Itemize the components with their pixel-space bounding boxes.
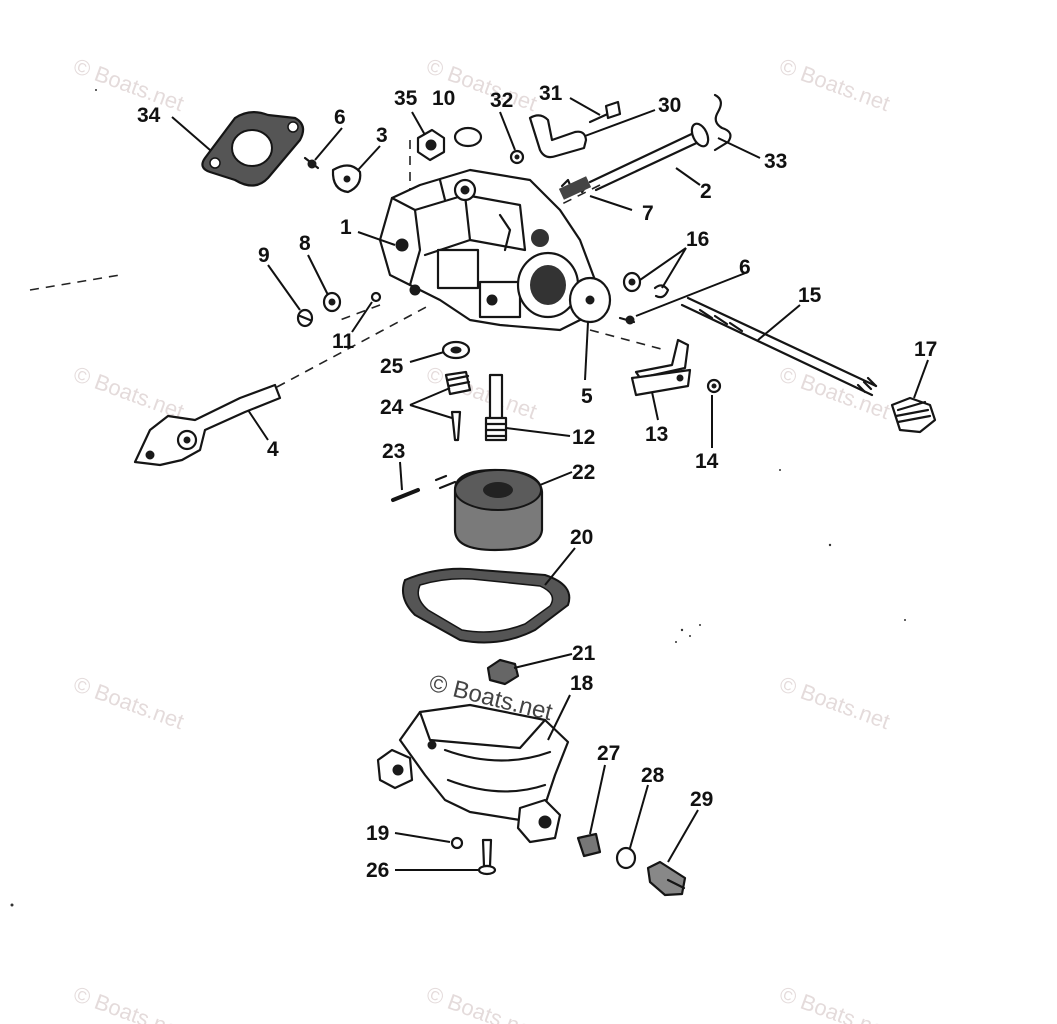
part-14-screw	[706, 378, 722, 394]
part-label-2: 2	[700, 180, 712, 203]
part-label-20: 20	[570, 526, 593, 549]
part-label-25: 25	[380, 355, 404, 378]
part-label-33: 33	[764, 150, 787, 173]
part-label-6-right: 6	[739, 256, 751, 279]
part-13-bracket	[630, 338, 692, 397]
part-15-shaft	[680, 296, 878, 397]
part-label-15: 15	[798, 284, 822, 307]
part-8-washer	[322, 291, 342, 313]
part-18-float-bowl	[376, 703, 570, 844]
part-9-screw	[296, 308, 314, 328]
part-label-27: 27	[597, 742, 620, 765]
part-31-screw	[588, 100, 622, 124]
part-22-float	[434, 468, 544, 552]
part-label-5: 5	[581, 385, 593, 408]
part-12-nozzle	[484, 373, 508, 442]
part-label-30: 30	[658, 94, 681, 117]
part-32-washer	[509, 149, 525, 165]
part-label-21: 21	[572, 642, 596, 665]
part-label-22: 22	[572, 461, 595, 484]
part-label-13: 13	[645, 423, 668, 446]
part-20-gasket	[402, 567, 571, 644]
part-label-10: 10	[432, 87, 455, 110]
part-label-14: 14	[695, 450, 719, 473]
part-19-ball	[450, 836, 464, 850]
part-1-carburetor-body	[378, 168, 597, 332]
part-label-24: 24	[380, 396, 404, 419]
part-label-16: 16	[686, 228, 709, 251]
part-6-screw-right	[618, 315, 636, 325]
part-11-ball	[370, 291, 382, 303]
part-label-3: 3	[376, 124, 388, 147]
watermark: © Boats.net	[70, 53, 187, 116]
part-5-cap	[568, 276, 612, 324]
part-label-17: 17	[914, 338, 937, 361]
part-2-shaft	[588, 122, 710, 192]
watermark: © Boats.net	[776, 361, 893, 424]
part-28-washer	[615, 846, 637, 870]
part-23-pin	[391, 488, 420, 502]
watermark: © Boats.net	[70, 361, 187, 424]
part-label-35: 35	[394, 87, 418, 110]
part-7-spring	[558, 176, 592, 200]
watermark: © Boats.net	[70, 981, 187, 1024]
part-label-11: 11	[332, 330, 355, 353]
part-label-23: 23	[382, 440, 405, 463]
part-label-31: 31	[539, 82, 563, 105]
part-3-plate	[331, 164, 362, 194]
part-labels: 34 6 3 35 10 32 31 30 33 2 7 1 9 8 11 16…	[137, 82, 937, 882]
part-label-6: 6	[334, 106, 346, 129]
part-10-plug	[453, 126, 483, 148]
part-label-34: 34	[137, 104, 161, 127]
part-25-washer	[441, 340, 471, 360]
leader-lines	[171, 97, 929, 871]
part-label-4: 4	[267, 438, 279, 461]
part-4-lever	[133, 383, 282, 467]
part-label-29: 29	[690, 788, 713, 811]
part-35-nut	[416, 128, 446, 162]
part-34-gasket	[201, 111, 305, 187]
part-label-19: 19	[366, 822, 389, 845]
watermark: © Boats.net	[423, 981, 540, 1024]
part-label-18: 18	[570, 672, 594, 695]
part-label-32: 32	[490, 89, 513, 112]
part-label-1: 1	[340, 216, 352, 239]
part-26-screw	[477, 838, 497, 876]
part-label-26: 26	[366, 859, 389, 882]
part-6-screw-top	[303, 156, 320, 170]
part-30-fitting	[528, 114, 588, 159]
watermark: © Boats.net	[776, 671, 893, 734]
part-label-9: 9	[258, 244, 270, 267]
part-17-plug	[890, 396, 937, 434]
part-21-nut	[486, 658, 520, 686]
part-33-wire-clip	[713, 93, 732, 152]
part-27-jet	[576, 832, 602, 858]
scan-speckles	[10, 89, 906, 907]
part-16-washers	[622, 271, 670, 299]
part-label-12: 12	[572, 426, 595, 449]
watermark: © Boats.net	[70, 671, 187, 734]
part-label-7: 7	[642, 202, 654, 225]
watermark: © Boats.net	[776, 53, 893, 116]
part-label-28: 28	[641, 764, 665, 787]
watermark: © Boats.net	[776, 981, 893, 1024]
part-29-plug	[646, 860, 687, 897]
part-label-8: 8	[299, 232, 311, 255]
part-24-needle-seat	[444, 370, 472, 442]
